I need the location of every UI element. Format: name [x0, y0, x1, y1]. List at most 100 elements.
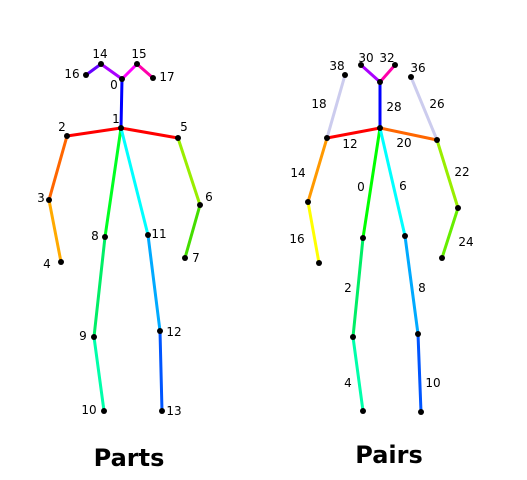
part-label: 15	[131, 47, 146, 61]
part-label: 4	[43, 257, 51, 271]
pair-joint	[439, 255, 445, 261]
pair-label: 12	[342, 137, 357, 151]
part-joint	[91, 334, 97, 340]
part-limb	[103, 126, 123, 239]
pair-label: 30	[358, 51, 373, 65]
part-joint	[134, 61, 140, 67]
part-joint	[83, 72, 89, 78]
pair-joint	[434, 137, 440, 143]
pair-joint	[418, 409, 424, 415]
pair-joint	[316, 260, 322, 266]
pair-joint	[408, 74, 414, 80]
pair-joint	[324, 135, 330, 141]
part-limb	[84, 62, 103, 77]
part-limb	[119, 77, 124, 130]
part-label: 16	[64, 67, 79, 81]
part-limb	[183, 203, 202, 260]
pair-joint	[358, 62, 364, 68]
part-limb	[65, 126, 123, 138]
pair-limb	[378, 63, 397, 84]
pair-joint	[342, 72, 348, 78]
part-joint	[101, 408, 107, 414]
part-joint	[46, 197, 52, 203]
part-limb	[176, 136, 202, 207]
pair-limb	[351, 335, 365, 413]
caption-parts: Parts	[94, 444, 165, 472]
pair-joint	[377, 79, 383, 85]
part-joint	[58, 259, 64, 265]
pair-label: 2	[344, 281, 352, 295]
pair-label: 28	[386, 100, 401, 114]
part-joint	[145, 232, 151, 238]
part-limb	[99, 62, 124, 81]
part-joint	[119, 76, 125, 82]
part-label: 11	[151, 227, 166, 241]
part-limb	[135, 62, 155, 80]
part-limb	[119, 126, 150, 237]
part-label: 0	[110, 78, 118, 92]
part-limb	[146, 233, 162, 333]
part-joint	[64, 133, 70, 139]
pair-joint	[415, 331, 421, 337]
pair-joint	[392, 62, 398, 68]
pair-joint	[360, 235, 366, 241]
part-limb	[47, 198, 63, 264]
part-limb	[119, 126, 180, 140]
part-joint	[182, 255, 188, 261]
pair-label: 24	[458, 235, 473, 249]
part-label: 12	[166, 325, 181, 339]
pair-label: 6	[399, 179, 407, 193]
pair-limb	[351, 236, 365, 339]
part-limb	[47, 134, 69, 202]
pair-limb	[306, 136, 329, 204]
pair-label: 36	[410, 61, 425, 75]
part-label: 5	[180, 120, 188, 134]
pair-label: 4	[344, 376, 352, 390]
pair-label: 38	[329, 59, 344, 73]
pair-limb	[306, 200, 321, 265]
pair-label: 0	[357, 180, 365, 194]
pair-joint	[305, 199, 311, 205]
part-label: 17	[159, 70, 174, 84]
pair-joint	[402, 233, 408, 239]
pair-joint	[455, 205, 461, 211]
pair-limb	[361, 126, 382, 240]
part-label: 6	[205, 190, 213, 204]
part-limb	[92, 235, 107, 339]
pair-label: 10	[425, 376, 440, 390]
pair-label: 20	[396, 136, 411, 150]
part-joint	[197, 202, 203, 208]
part-label: 13	[166, 404, 181, 418]
part-label: 7	[192, 251, 200, 265]
pair-label: 14	[290, 166, 305, 180]
part-limb	[120, 62, 139, 81]
pair-limb	[416, 332, 423, 414]
pair-label: 16	[289, 232, 304, 246]
part-joint	[159, 408, 165, 414]
part-limb	[92, 335, 106, 413]
part-joint	[98, 61, 104, 67]
part-label: 8	[91, 229, 99, 243]
part-label: 14	[92, 47, 107, 61]
part-label: 1	[112, 112, 120, 126]
pair-limb	[378, 126, 407, 238]
pair-limb	[325, 73, 347, 140]
pair-label: 8	[418, 281, 426, 295]
pair-limb	[403, 234, 420, 336]
part-label: 3	[37, 191, 45, 205]
part-joint	[102, 234, 108, 240]
pair-limb	[359, 63, 382, 84]
pair-joint	[377, 125, 383, 131]
part-label: 9	[79, 329, 87, 343]
pair-limb	[440, 206, 460, 260]
pair-label: 32	[379, 51, 394, 65]
caption-pairs: Pairs	[355, 441, 423, 469]
part-label: 2	[58, 120, 66, 134]
pair-limb	[409, 75, 439, 142]
part-limb	[158, 329, 164, 413]
pair-label: 26	[429, 97, 444, 111]
part-joint	[118, 125, 124, 131]
